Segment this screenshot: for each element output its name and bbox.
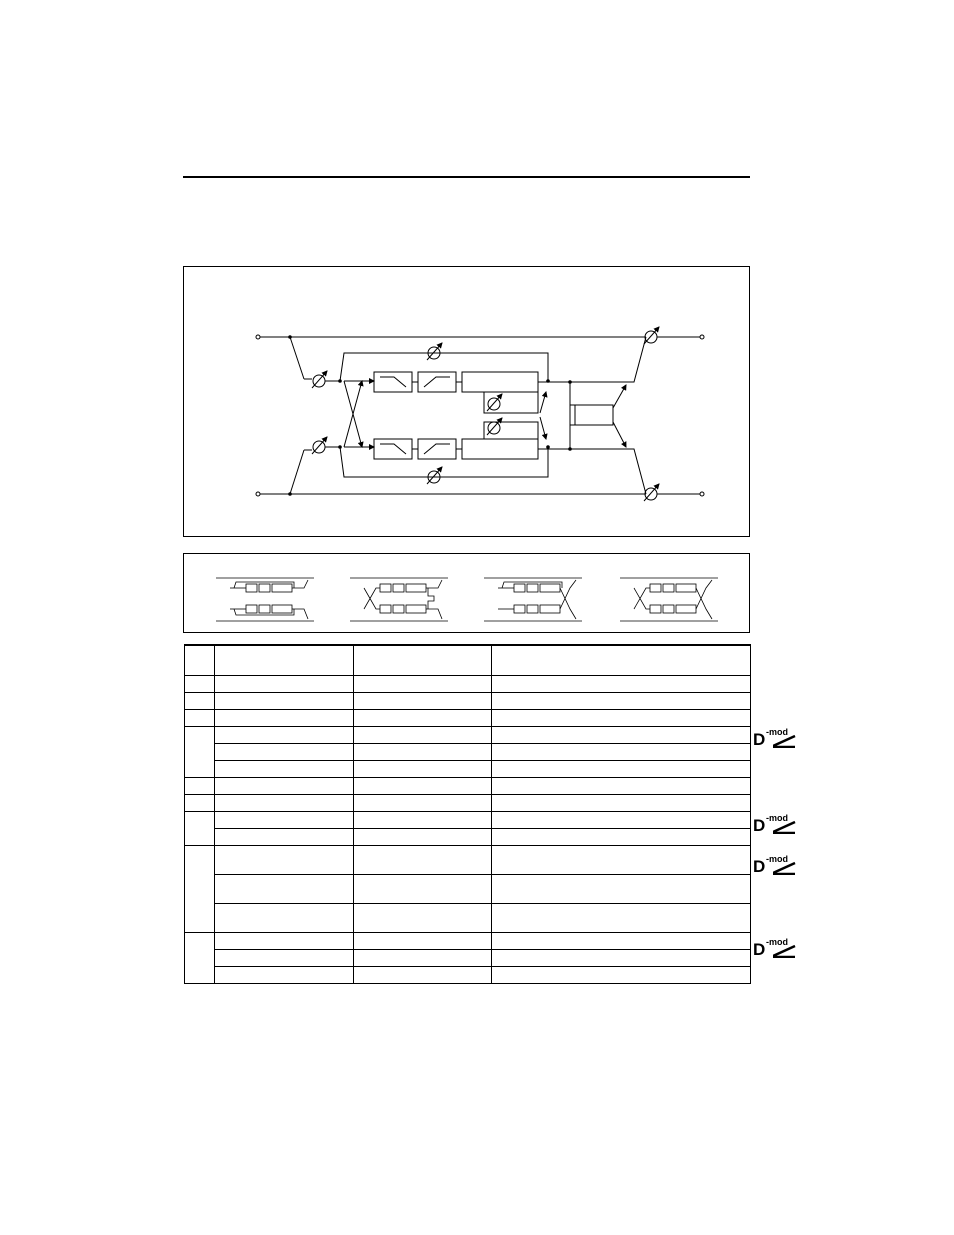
table-cell (214, 949, 354, 967)
routing-variants (216, 577, 718, 622)
table-cell (184, 932, 215, 984)
table-cell (353, 966, 492, 984)
table-cell (214, 726, 354, 744)
table-cell (491, 903, 751, 933)
low-cut-filter (373, 438, 413, 460)
table-cell (491, 709, 751, 727)
parameter-table (184, 644, 751, 984)
table-cell (491, 726, 751, 744)
dmod-mark: D-mod (753, 728, 799, 748)
table-cell (184, 777, 215, 795)
table-cell (491, 777, 751, 795)
dmod-slope-icon (773, 820, 796, 834)
variable-gain-icon (426, 342, 443, 361)
table-cell (491, 692, 751, 710)
routing-variant-1 (216, 577, 314, 622)
header-rule (183, 176, 750, 178)
high-cut-filter (417, 438, 457, 460)
variable-gain-icon (311, 370, 328, 389)
table-cell (353, 726, 492, 744)
table-cell (491, 675, 751, 693)
table-cell (353, 760, 492, 778)
table-cell (214, 709, 354, 727)
input-terminal-icon (255, 334, 261, 340)
table-cell (214, 966, 354, 984)
table-cell (214, 760, 354, 778)
table-cell (491, 743, 751, 761)
table-cell (353, 828, 492, 846)
table-cell (491, 794, 751, 812)
block-diagram-panel (183, 266, 750, 537)
routing-variant-2 (350, 577, 448, 622)
table-cell (353, 932, 492, 950)
table-cell (491, 644, 751, 676)
input-terminal-icon (255, 491, 261, 497)
table-cell (353, 675, 492, 693)
dmod-mark: D-mod (753, 938, 799, 958)
table-cell (491, 845, 751, 875)
table-cell (353, 811, 492, 829)
table-cell (353, 903, 492, 933)
table-cell (214, 828, 354, 846)
variable-gain-icon (311, 436, 328, 455)
dmod-slope-icon (773, 861, 796, 875)
table-cell (353, 794, 492, 812)
table-cell (214, 777, 354, 795)
dmod-slope-icon (773, 734, 796, 748)
variable-gain-icon (643, 483, 660, 502)
delay-line (461, 438, 539, 460)
table-cell (353, 644, 492, 676)
table-cell (214, 811, 354, 829)
table-cell (353, 845, 492, 875)
output-terminal-icon (699, 334, 705, 340)
table-cell (491, 932, 751, 950)
table-cell (214, 794, 354, 812)
table-cell (491, 811, 751, 829)
variable-gain-icon (426, 466, 443, 485)
high-cut-filter (417, 371, 457, 393)
table-cell (214, 743, 354, 761)
table-cell (214, 903, 354, 933)
table-cell (491, 966, 751, 984)
table-cell (491, 828, 751, 846)
table-cell (184, 709, 215, 727)
table-cell (214, 874, 354, 904)
table-cell (184, 726, 215, 778)
table-cell (214, 932, 354, 950)
mixer (574, 404, 614, 426)
table-cell (353, 777, 492, 795)
table-cell (184, 845, 215, 933)
block-diagram (255, 326, 705, 502)
table-cell (353, 692, 492, 710)
variable-gain-icon (643, 326, 660, 345)
table-cell (184, 675, 215, 693)
table-cell (214, 845, 354, 875)
low-cut-filter (373, 371, 413, 393)
table-cell (184, 644, 215, 676)
dmod-mark: D-mod (753, 814, 799, 834)
table-cell (214, 644, 354, 676)
delay-line (461, 371, 539, 393)
table-cell (491, 949, 751, 967)
table-cell (184, 794, 215, 812)
table-cell (184, 692, 215, 710)
table-cell (491, 874, 751, 904)
output-terminal-icon (699, 491, 705, 497)
variable-gain-icon (486, 393, 503, 412)
dmod-mark: D-mod (753, 855, 799, 875)
table-cell (353, 743, 492, 761)
dmod-slope-icon (773, 944, 796, 958)
table-cell (353, 709, 492, 727)
table-cell (214, 675, 354, 693)
table-cell (184, 811, 215, 846)
table-cell (491, 760, 751, 778)
routing-variant-4 (620, 577, 718, 622)
routing-variants-panel (183, 553, 750, 633)
table-cell (353, 949, 492, 967)
table-cell (214, 692, 354, 710)
table-cell (353, 874, 492, 904)
routing-variant-3 (484, 577, 582, 622)
variable-gain-icon (486, 417, 503, 436)
